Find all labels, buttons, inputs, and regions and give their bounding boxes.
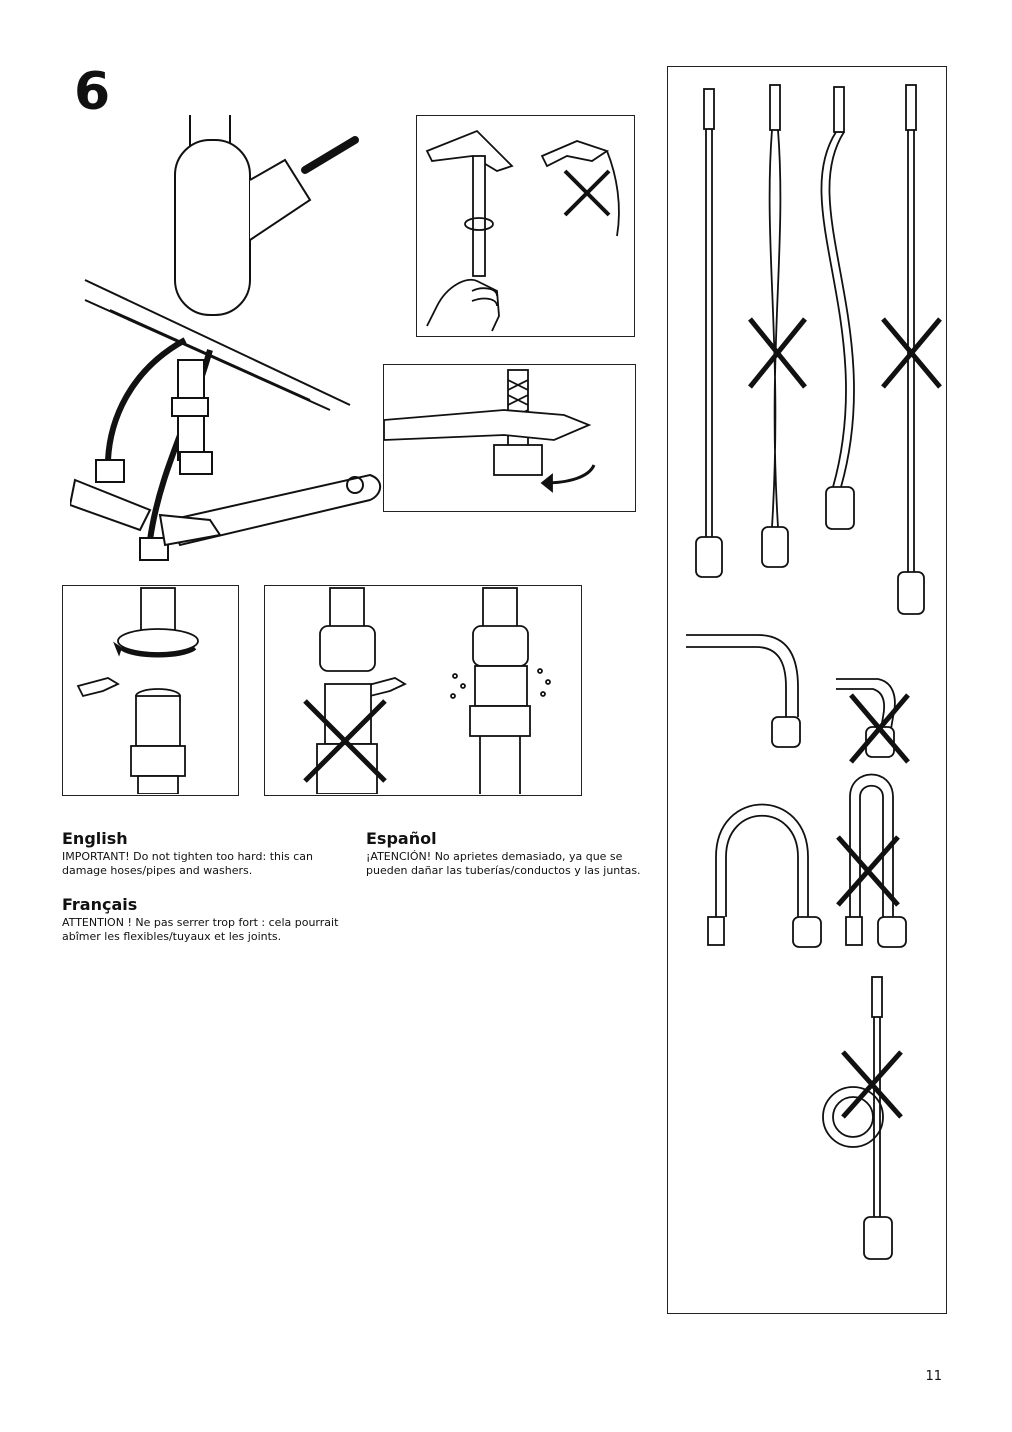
warning-english-text: IMPORTANT! Do not tighten too hard: this…: [62, 850, 314, 877]
detail-hand-pipe-panel: [416, 115, 635, 337]
warning-espanol-text: ¡ATENCIÓN! No aprietes demasiado, ya que…: [366, 850, 641, 877]
step-number: 6: [74, 62, 111, 122]
warning-francais-title: Français: [62, 895, 138, 914]
warning-english-title: English: [62, 829, 128, 848]
detail-fitting-wrong-panel: [264, 585, 582, 796]
warning-espanol-title: Español: [366, 829, 437, 848]
faucet-installation-illustration: [70, 115, 382, 561]
warning-english: English IMPORTANT! Do not tighten too ha…: [62, 829, 352, 878]
warning-espanol: Español ¡ATENCIÓN! No aprietes demasiado…: [366, 829, 656, 878]
warning-francais-text: ATTENTION ! Ne pas serrer trop fort : ce…: [62, 916, 339, 943]
detail-fitting-tighten-panel: [62, 585, 239, 796]
detail-wrench-nut-panel: [383, 364, 636, 512]
hose-routing-panel: [667, 66, 947, 1314]
page-number: 11: [925, 1369, 942, 1384]
warning-francais: Français ATTENTION ! Ne pas serrer trop …: [62, 895, 352, 944]
